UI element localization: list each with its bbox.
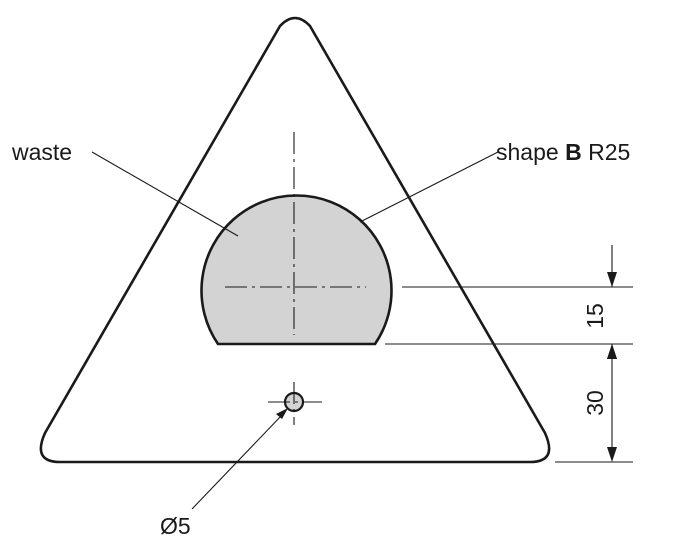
shape-label: shape B R25 bbox=[496, 139, 630, 165]
hole-leader-arrowhead bbox=[276, 408, 288, 419]
dimension-30-arrow-bottom bbox=[607, 447, 617, 462]
dimension-30-label: 30 bbox=[582, 390, 608, 416]
waste-label: waste bbox=[11, 139, 72, 165]
triangle-plate-outline bbox=[39, 16, 551, 464]
hole-diameter-label: Ø5 bbox=[160, 513, 191, 539]
shape-label-prefix: shape bbox=[496, 139, 559, 165]
shape-label-letter: B bbox=[565, 139, 582, 165]
shape-leader-line bbox=[359, 151, 499, 223]
dimension-30-arrow-top bbox=[607, 344, 617, 359]
waste-leader-line bbox=[91, 151, 239, 237]
waste-shape-b bbox=[200, 194, 393, 346]
dimension-15-label: 15 bbox=[582, 303, 608, 329]
dimension-15-arrow-top bbox=[607, 272, 617, 287]
hole-leader-line bbox=[191, 414, 283, 510]
shape-label-radius: R25 bbox=[588, 139, 630, 165]
